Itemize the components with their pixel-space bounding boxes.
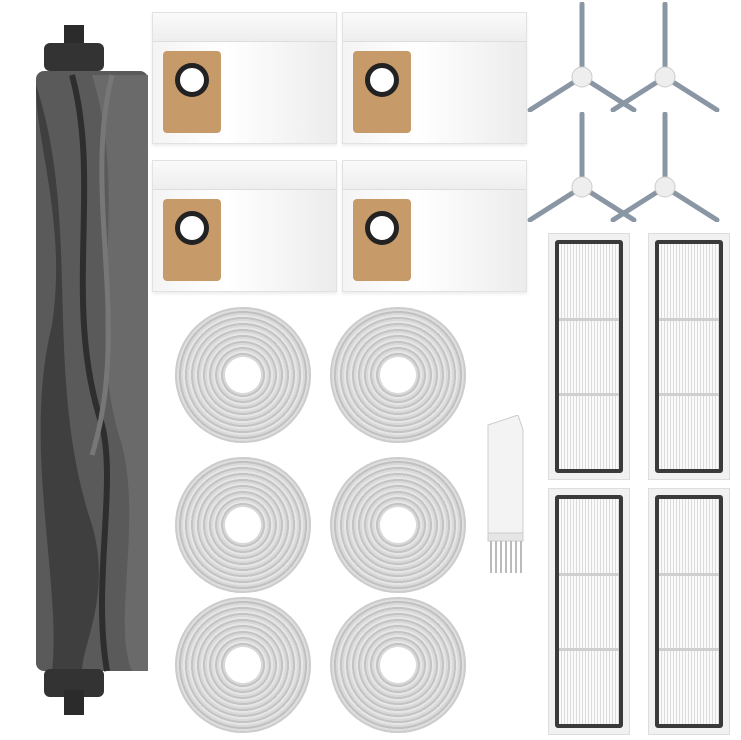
hepa-filter-icon (548, 488, 630, 735)
dust-bag (342, 12, 527, 144)
cleaning-tool-icon (487, 415, 524, 573)
mop-pad-icon (175, 457, 311, 593)
dust-bag-icon (353, 51, 411, 133)
roller-brush-icon (36, 25, 148, 715)
side-brush-icon (610, 2, 720, 112)
dust-bag (152, 160, 337, 292)
dust-bag (152, 12, 337, 144)
mop-pad-icon (175, 597, 311, 733)
mop-pad-icon (330, 307, 466, 443)
side-brush-icon (610, 112, 720, 222)
mop-pad-icon (330, 597, 466, 733)
hepa-filter-icon (648, 488, 730, 735)
dust-bag (342, 160, 527, 292)
dust-bag-icon (163, 51, 221, 133)
dust-bag-icon (163, 199, 221, 281)
mop-pad-icon (330, 457, 466, 593)
dust-bag-icon (353, 199, 411, 281)
hepa-filter-icon (548, 233, 630, 480)
side-brush-icon (527, 112, 637, 222)
hepa-filter-icon (648, 233, 730, 480)
mop-pad-icon (175, 307, 311, 443)
